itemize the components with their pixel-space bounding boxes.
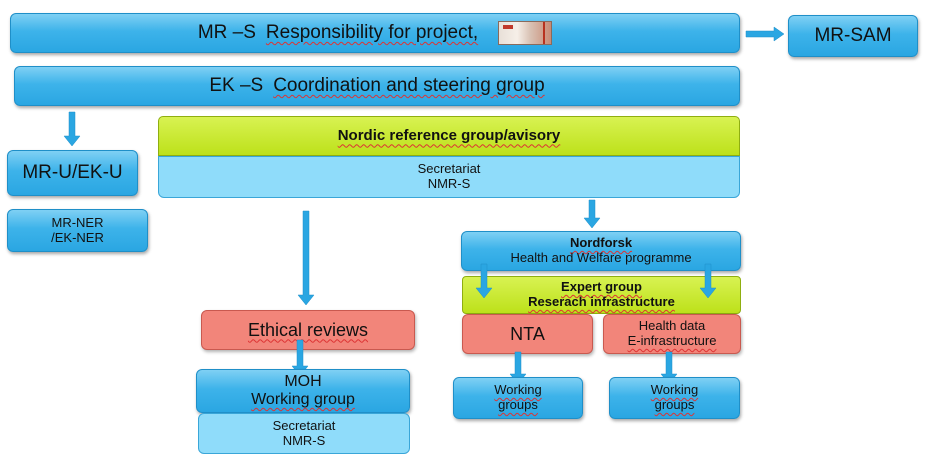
health-data-line2: E-infrastructure <box>627 333 717 348</box>
mr-ner-line2: /EK-NER <box>51 229 104 245</box>
expert-group-line2: Reserach infrastructure <box>528 294 675 309</box>
mr-sam-box: MR-SAM <box>788 15 918 57</box>
arrow-to-nta <box>475 263 493 299</box>
nta-box: NTA <box>462 314 593 354</box>
arrow-down-icon <box>475 263 493 299</box>
moh-box: MOH Working group <box>196 369 410 413</box>
working-groups-1-line1: Working <box>494 382 542 398</box>
moh-secretariat-line1: Secretariat <box>272 417 336 433</box>
ethical-reviews-label: Ethical reviews <box>247 319 369 340</box>
mr-s-box: MR –S Responsibility for project, <box>10 13 740 53</box>
mr-ner-box: MR-NER /EK-NER <box>7 209 148 252</box>
nordic-reference-label: Nordic reference group/avisory <box>337 127 561 145</box>
nordic-secretariat-line1: Secretariat <box>417 161 481 177</box>
working-groups-box-1: Working groups <box>453 377 583 419</box>
arrow-to-mr-sam <box>745 26 785 42</box>
mr-u-label: MR-U/EK-U <box>22 162 123 184</box>
health-data-line1: Health data <box>638 318 706 334</box>
nordic-reference-box: Nordic reference group/avisory <box>158 116 740 156</box>
moh-line2: Working group <box>251 391 355 408</box>
arrow-right-icon <box>745 26 785 42</box>
ek-s-box: EK –S Coordination and steering group <box>14 66 740 106</box>
moh-line1: MOH <box>284 372 322 390</box>
banknote-icon <box>498 21 553 45</box>
arrow-down-icon <box>699 263 717 299</box>
arrow-to-nordforsk <box>583 199 601 229</box>
nta-label: NTA <box>510 323 545 344</box>
arrow-down-icon <box>63 111 81 147</box>
mr-s-prefix: MR –S <box>197 22 256 44</box>
working-groups-1-line2: groups <box>498 397 538 412</box>
arrow-to-ethical-reviews <box>297 210 315 306</box>
mr-u-box: MR-U/EK-U <box>7 150 138 196</box>
arrow-down-icon <box>583 199 601 229</box>
arrow-to-mr-u <box>63 111 81 147</box>
working-groups-box-2: Working groups <box>609 377 740 419</box>
moh-secretariat-line2: NMR-S <box>282 432 326 448</box>
arrow-to-health-data <box>699 263 717 299</box>
nordforsk-subtitle: Health and Welfare programme <box>510 250 692 265</box>
mr-s-label: Responsibility for project, <box>265 22 479 44</box>
nordforsk-title: Nordforsk <box>569 235 633 251</box>
nordforsk-box: Nordforsk Health and Welfare programme <box>461 231 741 271</box>
moh-secretariat-box: Secretariat NMR-S <box>198 413 410 454</box>
nordic-secretariat-box: Secretariat NMR-S <box>158 156 740 198</box>
health-data-box: Health data E-infrastructure <box>603 314 741 354</box>
expert-group-box: Expert group Reserach infrastructure <box>462 276 741 314</box>
mr-ner-line1: MR-NER <box>51 214 104 230</box>
expert-group-line1: Expert group <box>561 279 642 295</box>
nordic-secretariat-line2: NMR-S <box>427 176 471 191</box>
mr-sam-label: MR-SAM <box>814 25 892 47</box>
ek-s-label: Coordination and steering group <box>273 75 545 97</box>
working-groups-2-line2: groups <box>654 397 695 412</box>
ek-s-prefix: EK –S <box>209 75 264 97</box>
arrow-down-icon <box>297 210 315 306</box>
ethical-reviews-box: Ethical reviews <box>201 310 415 350</box>
working-groups-2-line1: Working <box>650 382 699 398</box>
